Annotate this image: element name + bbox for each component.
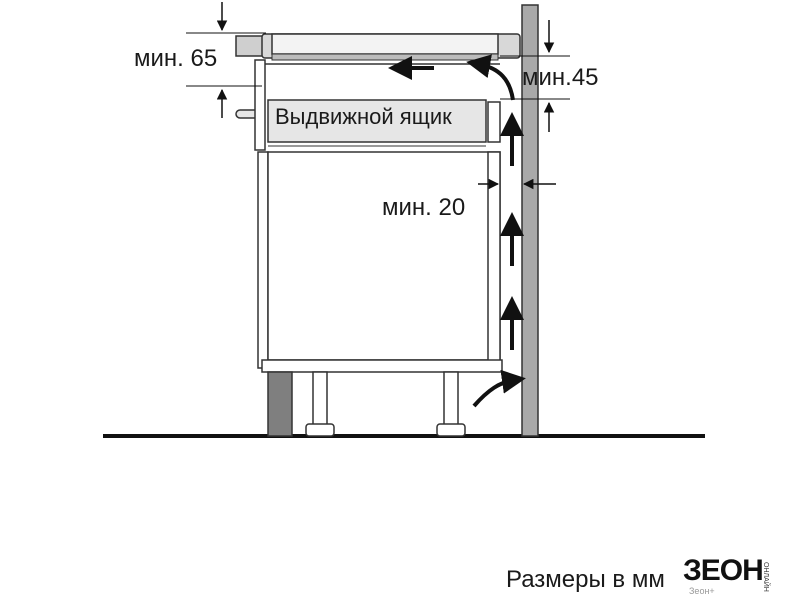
hob-underside [271,53,499,61]
dimension-label-min-65: мин. 65 [134,45,218,72]
leg-right [443,371,459,427]
cabinet-front [257,151,269,369]
airflow-arrow-curve-bottom [472,369,526,408]
units-caption: Размеры в мм [506,566,665,593]
plinth [267,371,293,437]
leg-left [312,371,328,427]
leg-left-foot [305,423,335,437]
cabinet-body [267,151,501,361]
airflow-arrow-curve-top [466,54,515,101]
watermark-subtext: Зеон+ [689,586,715,596]
cabinet-left-panel [254,59,266,151]
cabinet-back-upper [487,101,501,143]
watermark-side-text: ОНЛАЙН [762,562,769,592]
watermark-logo: ЗЕОН [683,554,764,587]
watermark: ЗЕОН Зеон+ ОНЛАЙН [683,556,793,600]
leg-right-foot [436,423,466,437]
drawer-box [267,99,487,143]
dimension-label-min-45: мин.45 [522,64,599,91]
drawer-label: Выдвижной ящик [275,104,452,129]
hob-glass [271,33,499,55]
dimension-label-min-20: мин. 20 [382,194,466,221]
cabinet-base [261,359,503,373]
